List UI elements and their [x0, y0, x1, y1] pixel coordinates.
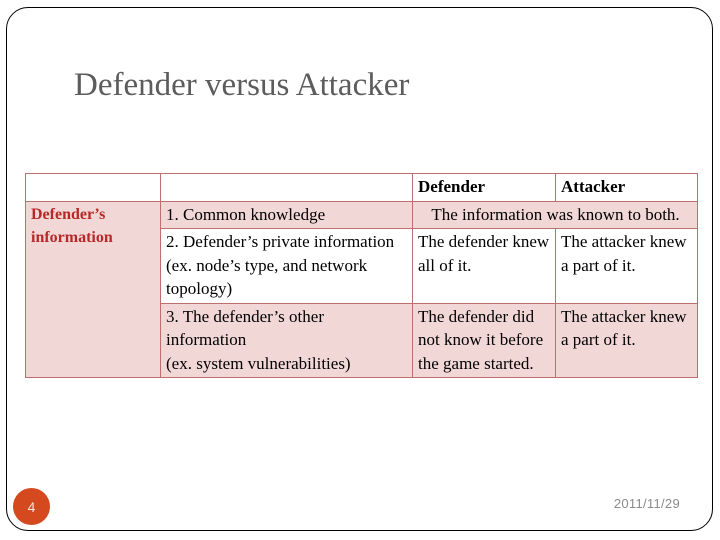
page-number-badge: 4 — [13, 488, 50, 525]
row-2-defender: The defender knew all of it. — [412, 228, 556, 304]
table-row: 3. The defender’s other information(ex. … — [26, 302, 698, 378]
header-cell-attacker: Attacker — [555, 173, 698, 202]
row-2-attacker: The attacker knew a part of it. — [555, 228, 698, 304]
row-3-attacker: The attacker knew a part of it. — [555, 302, 698, 378]
slide-date: 2011/11/29 — [613, 496, 680, 511]
row-label-defenders-information: Defender’s information — [25, 200, 161, 378]
header-cell-blank-label — [25, 173, 161, 202]
row-2-item: 2. Defender’s private information(ex. no… — [160, 228, 413, 304]
page-title: Defender versus Attacker — [74, 67, 410, 103]
table-header-row: Defender Attacker — [25, 173, 698, 202]
header-cell-defender: Defender — [412, 173, 556, 202]
row-3-item: 3. The defender’s other information(ex. … — [160, 302, 413, 378]
defender-attacker-table: Defender Attacker Defender’s information… — [25, 173, 698, 378]
table-row: Defender’s information 1. Common knowled… — [25, 200, 698, 378]
row-1-merged-value: The information was known to both. — [412, 200, 698, 229]
header-cell-blank-item — [160, 173, 413, 202]
row-3-defender: The defender did not know it before the … — [412, 302, 556, 378]
row-1-item: 1. Common knowledge — [160, 200, 413, 229]
